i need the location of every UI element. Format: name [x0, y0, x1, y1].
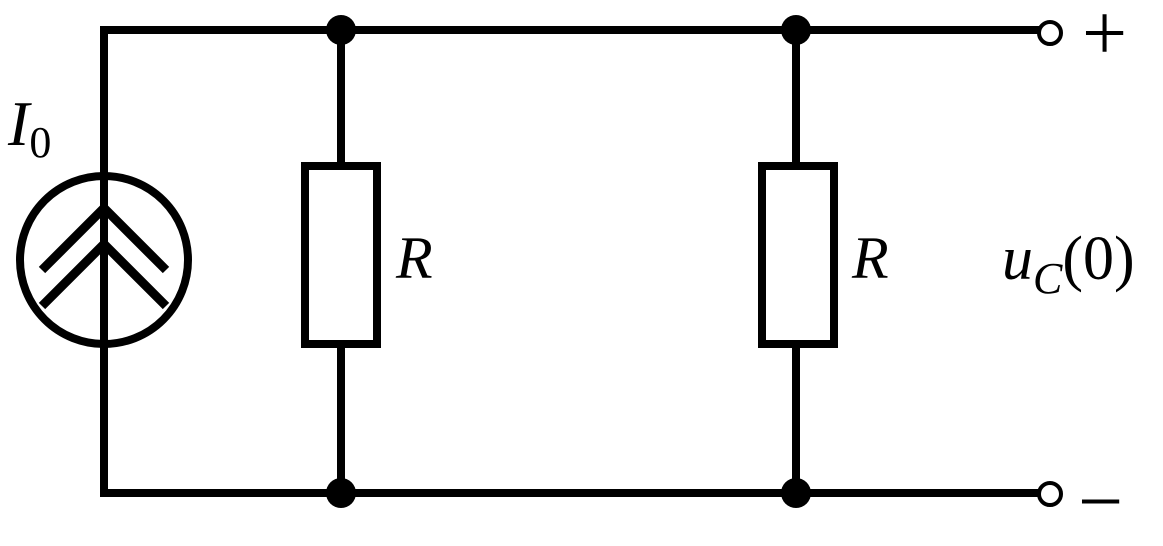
junction-top-right — [781, 15, 811, 45]
current-arrow-upper-chevron — [38, 201, 170, 274]
current-arrow-lower-chevron — [38, 237, 170, 310]
resistor-1-label: R — [396, 225, 433, 291]
circuit-schematic — [16, 15, 1063, 508]
source-subscript: 0 — [29, 118, 52, 167]
junction-bottom-left — [326, 478, 356, 508]
voltage-subscript: C — [1033, 254, 1063, 303]
output-voltage-label: uC(0) — [1002, 228, 1135, 301]
junction-bottom-right — [781, 478, 811, 508]
source-symbol: I — [8, 88, 30, 159]
resistor-1-body — [301, 162, 381, 348]
source-label: I0 — [8, 92, 51, 165]
terminal-negative — [1037, 481, 1063, 507]
resistor-2-label: R — [852, 225, 889, 291]
minus-sign: − — [1078, 458, 1124, 546]
circuit-diagram: I0 R R + − uC(0) — [8, 0, 1135, 542]
plus-sign: + — [1082, 0, 1128, 78]
resistor-2-body — [758, 162, 838, 348]
terminal-positive — [1037, 20, 1063, 46]
junction-top-left — [326, 15, 356, 45]
voltage-symbol: u — [1002, 225, 1033, 293]
voltage-argument: (0) — [1062, 225, 1135, 293]
